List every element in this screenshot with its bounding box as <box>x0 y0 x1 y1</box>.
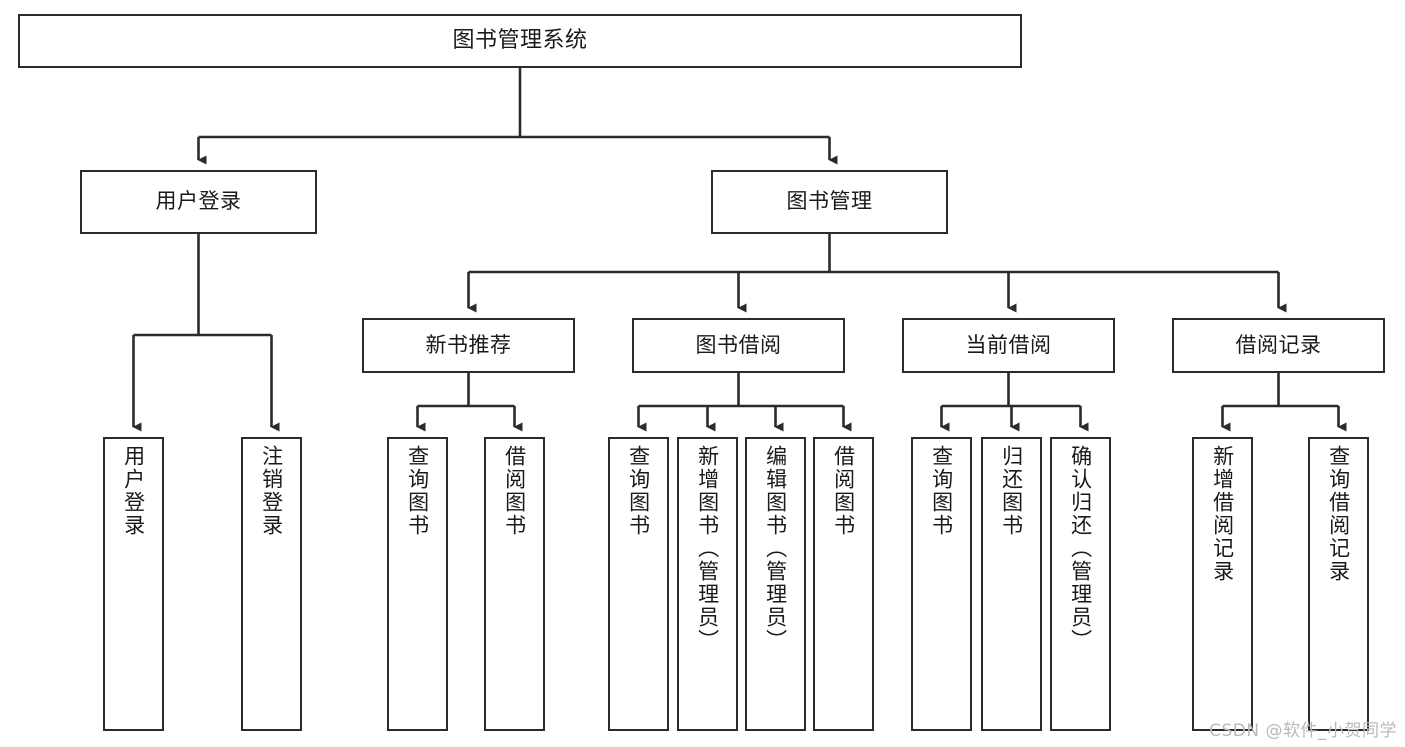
node-box-leaf-2[interactable]: 查询图书 <box>387 437 448 731</box>
node-box-leaf-11[interactable]: 新增借阅记录 <box>1192 437 1253 731</box>
node-label-leaf-7: 借阅图书 <box>831 445 856 537</box>
node-box-leaf-6[interactable]: 编辑图书（管理员） <box>745 437 806 731</box>
node-box-leaf-3[interactable]: 借阅图书 <box>484 437 545 731</box>
node-label-l2-0: 新书推荐 <box>425 332 512 357</box>
node-label-leaf-1: 注销登录 <box>259 445 284 537</box>
node-box-leaf-9[interactable]: 归还图书 <box>981 437 1042 731</box>
node-box-l1-0[interactable]: 用户登录 <box>80 170 317 234</box>
node-label-l2-1: 图书借阅 <box>695 332 782 357</box>
node-label-root: 图书管理系统 <box>452 27 588 53</box>
node-label-leaf-6: 编辑图书（管理员） <box>763 445 788 652</box>
node-box-leaf-0[interactable]: 用户登录 <box>103 437 164 731</box>
node-label-leaf-2: 查询图书 <box>405 445 430 537</box>
node-box-l2-1[interactable]: 图书借阅 <box>632 318 845 373</box>
node-box-leaf-7[interactable]: 借阅图书 <box>813 437 874 731</box>
node-box-leaf-1[interactable]: 注销登录 <box>241 437 302 731</box>
node-box-l2-3[interactable]: 借阅记录 <box>1172 318 1385 373</box>
node-box-l2-2[interactable]: 当前借阅 <box>902 318 1115 373</box>
node-box-root[interactable]: 图书管理系统 <box>18 14 1022 68</box>
connector-layer <box>132 68 1347 432</box>
node-label-l2-2: 当前借阅 <box>965 332 1052 357</box>
node-box-leaf-8[interactable]: 查询图书 <box>911 437 972 731</box>
node-box-l1-1[interactable]: 图书管理 <box>711 170 948 234</box>
node-label-leaf-9: 归还图书 <box>999 445 1024 537</box>
node-label-leaf-11: 新增借阅记录 <box>1210 445 1235 583</box>
node-box-l2-0[interactable]: 新书推荐 <box>362 318 575 373</box>
node-label-l1-1: 图书管理 <box>786 189 873 214</box>
node-label-l1-0: 用户登录 <box>155 189 242 214</box>
node-box-leaf-5[interactable]: 新增图书（管理员） <box>677 437 738 731</box>
node-label-leaf-5: 新增图书（管理员） <box>695 445 720 652</box>
node-box-leaf-4[interactable]: 查询图书 <box>608 437 669 731</box>
node-label-leaf-4: 查询图书 <box>626 445 651 537</box>
node-box-leaf-12[interactable]: 查询借阅记录 <box>1308 437 1369 731</box>
node-label-leaf-12: 查询借阅记录 <box>1326 445 1351 583</box>
node-label-leaf-10: 确认归还（管理员） <box>1068 445 1093 652</box>
node-label-leaf-8: 查询图书 <box>929 445 954 537</box>
node-label-l2-3: 借阅记录 <box>1235 332 1322 357</box>
node-label-leaf-0: 用户登录 <box>121 445 146 537</box>
node-label-leaf-3: 借阅图书 <box>502 445 527 537</box>
node-box-leaf-10[interactable]: 确认归还（管理员） <box>1050 437 1111 731</box>
